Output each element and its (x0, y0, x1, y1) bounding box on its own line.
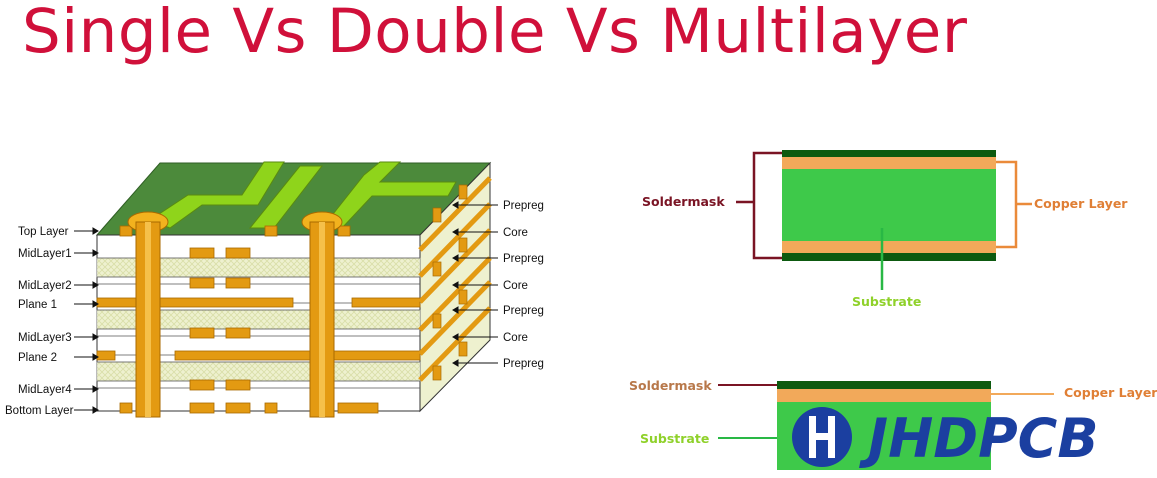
double-bottom-soldermask (782, 253, 996, 261)
label-core-2: Core (503, 280, 528, 292)
double-top-soldermask (782, 150, 996, 157)
label-midlayer4: MidLayer4 (18, 384, 72, 396)
single-soldermask (777, 381, 991, 389)
via-left (127, 211, 169, 418)
left-labels: Top Layer MidLayer1 MidLayer2 Plane 1 Mi… (5, 226, 99, 417)
label-midlayer1: MidLayer1 (18, 248, 72, 260)
label-prepreg-1: Prepreg (503, 200, 544, 212)
page-title: Single Vs Double Vs Multilayer (22, 0, 968, 67)
top-trace-3 (320, 161, 457, 229)
label-midlayer2: MidLayer2 (18, 280, 72, 292)
double-copper-label: Copper Layer (1034, 196, 1128, 211)
label-midlayer3: MidLayer3 (18, 332, 72, 344)
label-core-3: Core (503, 332, 528, 344)
label-plane-2: Plane 2 (18, 352, 57, 364)
double-substrate-label: Substrate (852, 294, 921, 309)
plane1-left (96, 297, 294, 308)
single-soldermask-label: Soldermask (629, 378, 712, 393)
double-sided-pcb: Soldermask Copper Layer Substrate (642, 150, 1128, 309)
single-copper-label: Copper Layer (1064, 385, 1157, 400)
brand-wordmark: JHDPCB (859, 407, 1098, 470)
top-trace-1 (148, 161, 285, 229)
label-prepreg-2: Prepreg (503, 253, 544, 265)
multilayer-board (95, 161, 492, 418)
plane2-left (96, 350, 116, 361)
label-core-1: Core (503, 227, 528, 239)
brand-logo-icon (792, 407, 852, 467)
plane1-right (351, 297, 421, 308)
single-copper (777, 389, 991, 402)
double-bottom-copper (782, 241, 996, 253)
plane2-mid (174, 350, 421, 361)
brand-logo: JHDPCB (792, 407, 1098, 470)
double-soldermask-label: Soldermask (642, 194, 725, 209)
double-soldermask-bracket (752, 151, 782, 260)
label-bottom-layer: Bottom Layer (5, 405, 74, 417)
label-prepreg-4: Prepreg (503, 358, 544, 370)
label-prepreg-3: Prepreg (503, 305, 544, 317)
single-substrate-label: Substrate (640, 431, 709, 446)
double-top-copper (782, 157, 996, 169)
via-right (301, 211, 343, 418)
label-plane-1: Plane 1 (18, 299, 57, 311)
double-substrate (782, 169, 996, 241)
right-labels: Prepreg Core Prepreg Core Prepreg Core P… (452, 200, 544, 370)
label-top-layer: Top Layer (18, 226, 69, 238)
double-copper-bracket (996, 160, 1018, 249)
